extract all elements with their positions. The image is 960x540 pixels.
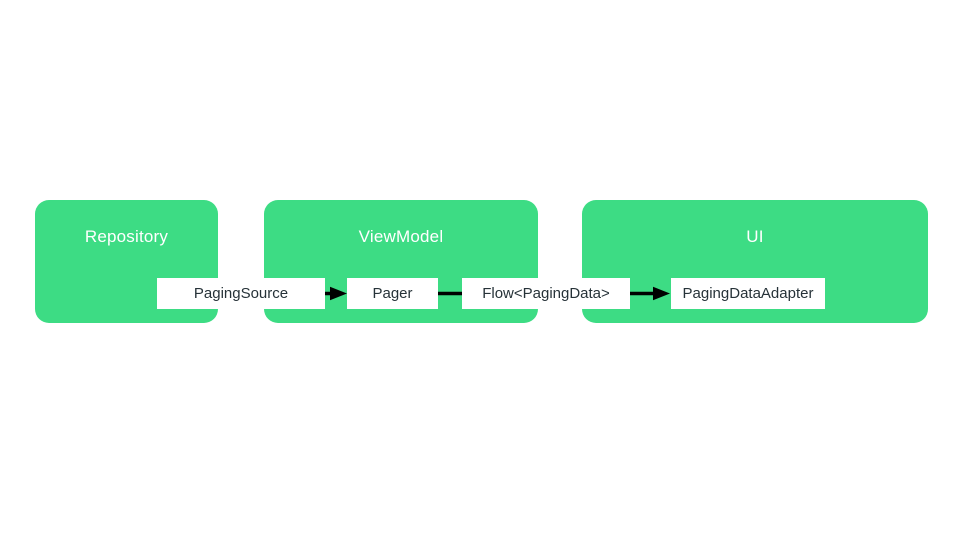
node-pagingsource: PagingSource: [157, 278, 325, 309]
container-repository: Repository: [35, 200, 218, 323]
node-pagingdataadapter: PagingDataAdapter: [671, 278, 825, 309]
arrow-flow-to-pagingdataadapter: [629, 286, 670, 301]
node-flow-pagingdata: Flow<PagingData>: [462, 278, 630, 309]
container-ui-label: UI: [746, 227, 764, 246]
node-pager: Pager: [347, 278, 438, 309]
arrow-pagingsource-to-pager: [322, 286, 347, 301]
container-repository-label: Repository: [84, 227, 169, 246]
container-viewmodel-label: ViewModel: [358, 227, 444, 246]
